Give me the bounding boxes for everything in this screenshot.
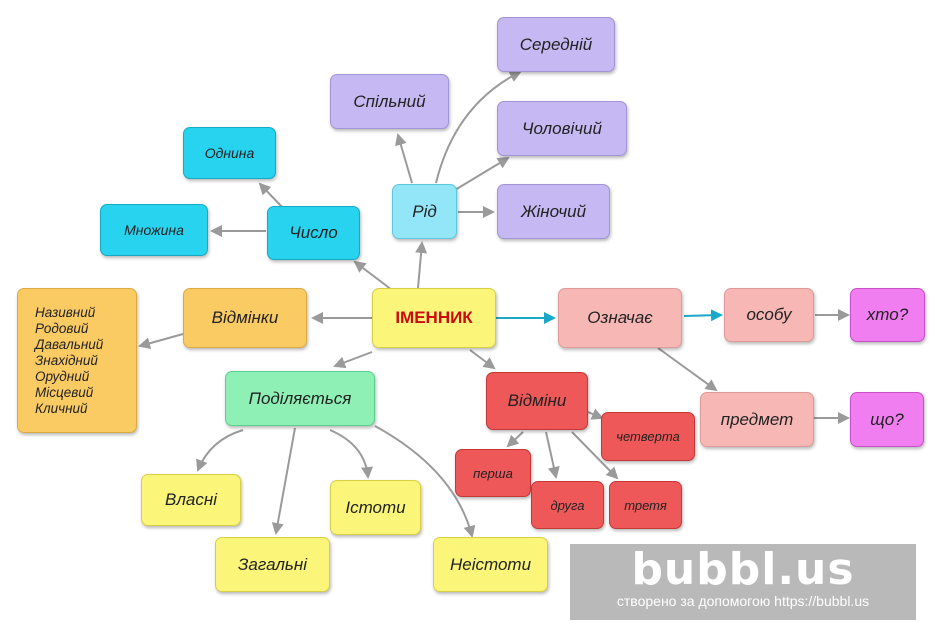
node-declension-first[interactable]: перша [455,449,531,497]
node-number-plural[interactable]: Множина [100,204,208,256]
edge-gender-masculine [454,156,510,191]
node-gender[interactable]: Рід [392,184,457,239]
bubbl-caption: створено за допомогою https://bubbl.us [616,593,870,609]
case-item: Місцевий [35,384,94,400]
node-person[interactable]: особу [724,288,814,342]
edge-divides-common [271,427,296,535]
case-item: Називний [35,304,96,320]
edge-gender-neuter [435,71,522,184]
bubbl-watermark[interactable]: bubbl.us створено за допомогою https://b… [570,544,916,620]
edge-cases-list [138,333,184,350]
node-divides-common[interactable]: Загальні [215,537,330,592]
edge-declensions-second [545,431,560,479]
edge-center-gender [415,241,428,289]
node-gender-masculine[interactable]: Чоловічий [497,101,627,156]
edge-declensions-fourth [587,408,604,420]
edge-gender-common [395,133,413,184]
edge-divides-proper [196,429,244,472]
node-object[interactable]: предмет [700,392,814,447]
case-item: Кличний [35,400,88,416]
edge-declensions-third [571,431,619,480]
node-meaning[interactable]: Означає [558,288,682,348]
case-item: Родовий [35,320,89,336]
case-item: Орудний [35,368,90,384]
node-divides-inanimate[interactable]: Неістоти [433,537,548,592]
node-declension-third[interactable]: третя [609,481,682,529]
node-divides-animate[interactable]: Істоти [330,480,421,535]
node-declension-fourth[interactable]: четверта [601,412,695,461]
node-gender-feminine[interactable]: Жіночий [497,184,610,239]
edge-divides-animate [329,429,374,479]
edge-center-divides [333,351,373,369]
node-gender-neuter[interactable]: Середній [497,17,615,72]
node-gender-common[interactable]: Спільний [330,74,449,129]
node-number-singular[interactable]: Однина [183,127,276,179]
edge-meaning-object [657,347,718,392]
edge-divides-inanimate [374,425,476,538]
node-declension-second[interactable]: друга [531,481,604,529]
node-divides[interactable]: Поділяється [225,371,375,426]
node-object-question[interactable]: що? [850,392,924,447]
node-number[interactable]: Число [267,206,360,260]
edge-number-singular [258,182,284,209]
edge-declensions-first [506,431,524,448]
node-cases-list[interactable]: Називний Родовий Давальний Знахідний Ору… [17,288,137,433]
case-item: Знахідний [35,352,98,368]
edge-center-number [353,260,393,291]
node-center-noun[interactable]: ІМЕННИК [372,288,496,348]
node-declensions[interactable]: Відміни [486,372,588,430]
bubbl-logo: bubbl.us [631,544,855,595]
edge-center-declensions [469,349,496,370]
node-divides-proper[interactable]: Власні [141,474,241,526]
edge-meaning-person [683,309,723,322]
case-item: Давальний [35,336,104,352]
node-person-question[interactable]: хто? [850,288,925,342]
node-cases[interactable]: Відмінки [183,288,307,348]
